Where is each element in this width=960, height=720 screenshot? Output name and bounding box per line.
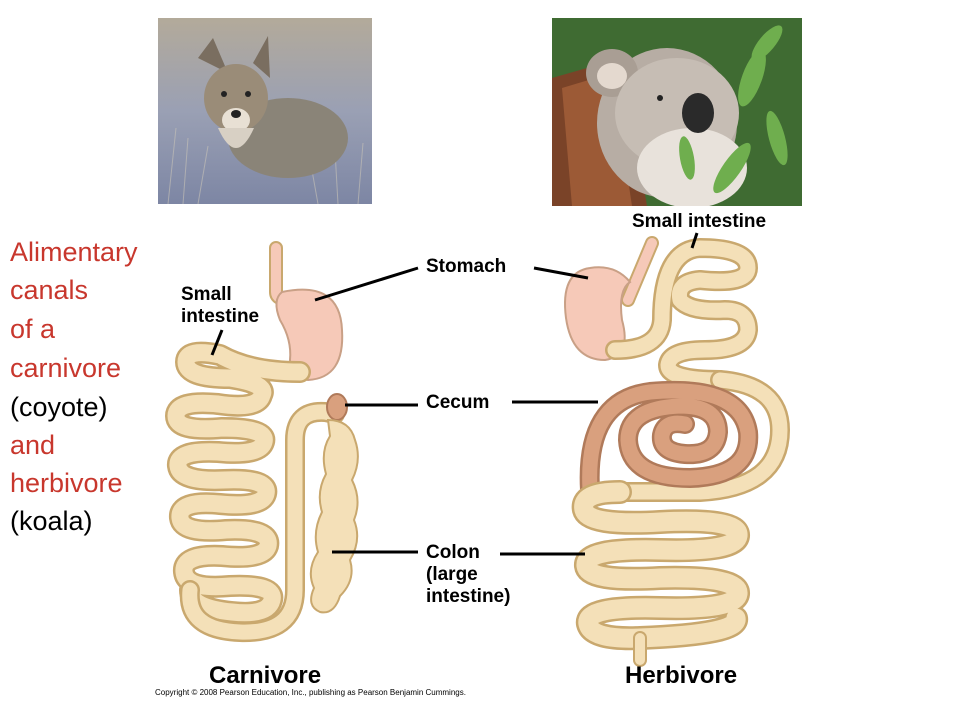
label-herbivore-small-intestine: Small intestine	[632, 211, 767, 232]
title-line-8: (koala)	[10, 506, 93, 536]
label-colon: Colon (large intestine)	[426, 542, 511, 607]
carnivore-cecum	[326, 393, 348, 421]
caption-carnivore: Carnivore	[209, 662, 322, 689]
leader-stomach-carnivore	[314, 266, 419, 302]
herbivore-colon	[571, 480, 750, 667]
title-line-3: of a	[10, 314, 56, 344]
coyote-photo	[158, 18, 372, 204]
label-cecum: Cecum	[426, 392, 490, 413]
title-line-7: herbivore	[10, 468, 123, 498]
herbivore-small-intestine	[605, 238, 758, 390]
label-stomach: Stomach	[426, 256, 507, 277]
leader-carnivore-small-intestine	[210, 329, 224, 356]
carnivore-small-intestine	[165, 341, 345, 643]
title-line-5: (coyote)	[10, 392, 108, 422]
copyright-notice: Copyright © 2008 Pearson Education, Inc.…	[155, 688, 466, 697]
herbivore-cecum	[579, 380, 759, 500]
label-carnivore-small-intestine: Small intestine	[181, 284, 260, 327]
caption-herbivore: Herbivore	[625, 662, 738, 689]
carnivore-colon	[309, 418, 359, 614]
title-line-6: and	[10, 430, 56, 460]
leader-stomach-herbivore	[533, 266, 589, 280]
title-line-1: Alimentary	[10, 237, 138, 267]
leader-herbivore-small-intestine	[690, 232, 699, 249]
title-line-2: canals	[10, 275, 89, 305]
koala-photo	[552, 18, 802, 206]
title-line-4: carnivore	[10, 353, 122, 383]
